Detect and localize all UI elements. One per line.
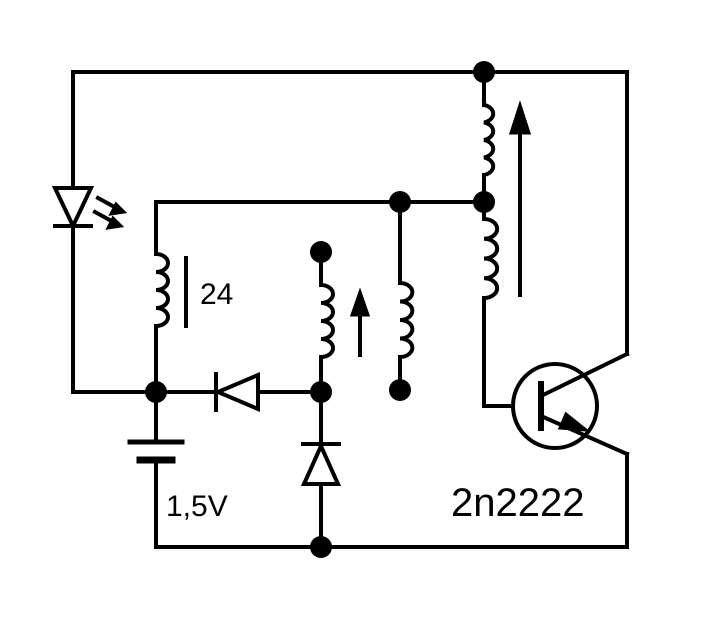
arrow-up-icon (349, 287, 371, 357)
junctions (145, 61, 495, 558)
junction-dot (310, 381, 332, 403)
wire-left-rail (71, 70, 158, 394)
battery-voltage-label: 1,5V (166, 490, 228, 523)
arrow-up-icon (508, 100, 532, 297)
inductor-icon (154, 252, 170, 328)
inductor-icon (319, 283, 335, 359)
junction-dot (389, 191, 411, 213)
junction-dot (389, 379, 411, 401)
diode-icon (212, 371, 260, 413)
transistor-model-label: 2n2222 (451, 481, 584, 525)
inductor-icon (398, 281, 415, 359)
led-icon (51, 186, 128, 231)
junction-dot (145, 381, 167, 403)
inductor-icon (482, 103, 496, 177)
inductor-icon (482, 217, 500, 300)
junction-dot (310, 536, 332, 558)
junction-dot (473, 61, 495, 83)
npn-transistor-icon (511, 351, 630, 457)
junction-dot (310, 241, 332, 263)
battery-icon (127, 439, 185, 464)
diode-icon (300, 441, 342, 486)
wire-bottom-rail (154, 452, 629, 549)
junction-dot (473, 191, 495, 213)
coil-turns-label: 24 (200, 278, 233, 311)
